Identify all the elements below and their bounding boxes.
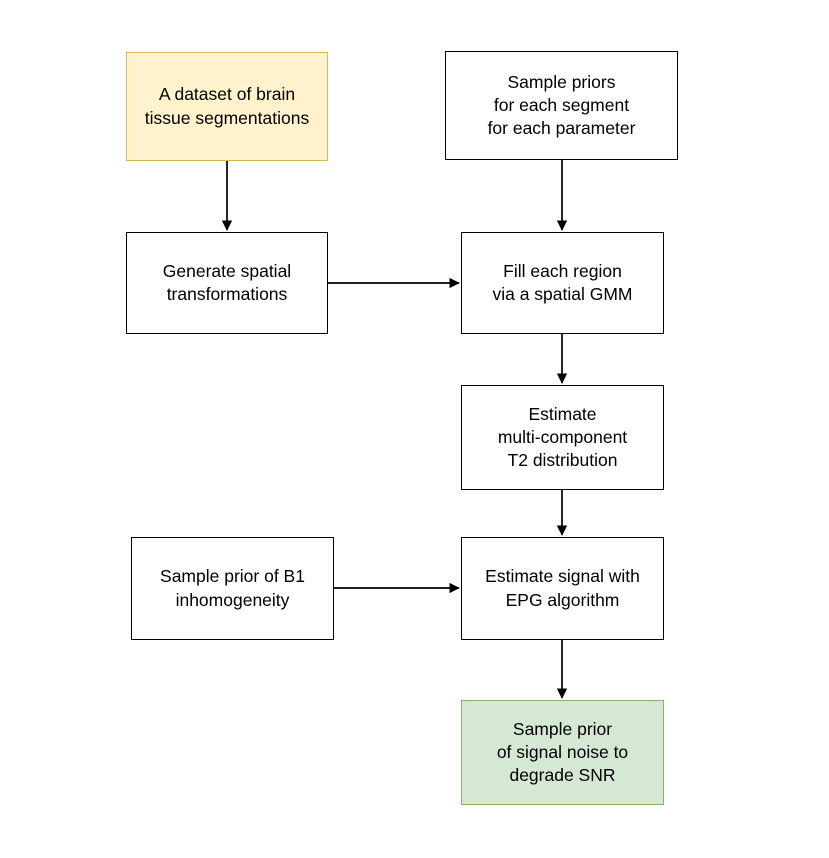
node-generate-spatial-transformations[interactable]: Generate spatial transformations [126, 232, 328, 334]
node-sample-prior-of-signal-noise-to-degrade-snr[interactable]: Sample prior of signal noise to degrade … [461, 700, 664, 805]
node-dataset-of-brain-tissue-segmentations[interactable]: A dataset of brain tissue segmentations [126, 52, 328, 161]
node-fill-each-region-via-spatial-gmm[interactable]: Fill each region via a spatial GMM [461, 232, 664, 334]
node-sample-priors-for-each-segment[interactable]: Sample priors for each segment for each … [445, 51, 678, 160]
node-estimate-signal-with-epg-algorithm[interactable]: Estimate signal with EPG algorithm [461, 537, 664, 640]
node-sample-prior-of-b1-inhomogeneity[interactable]: Sample prior of B1 inhomogeneity [131, 537, 334, 640]
node-estimate-multi-component-t2-distribution[interactable]: Estimate multi-component T2 distribution [461, 385, 664, 490]
